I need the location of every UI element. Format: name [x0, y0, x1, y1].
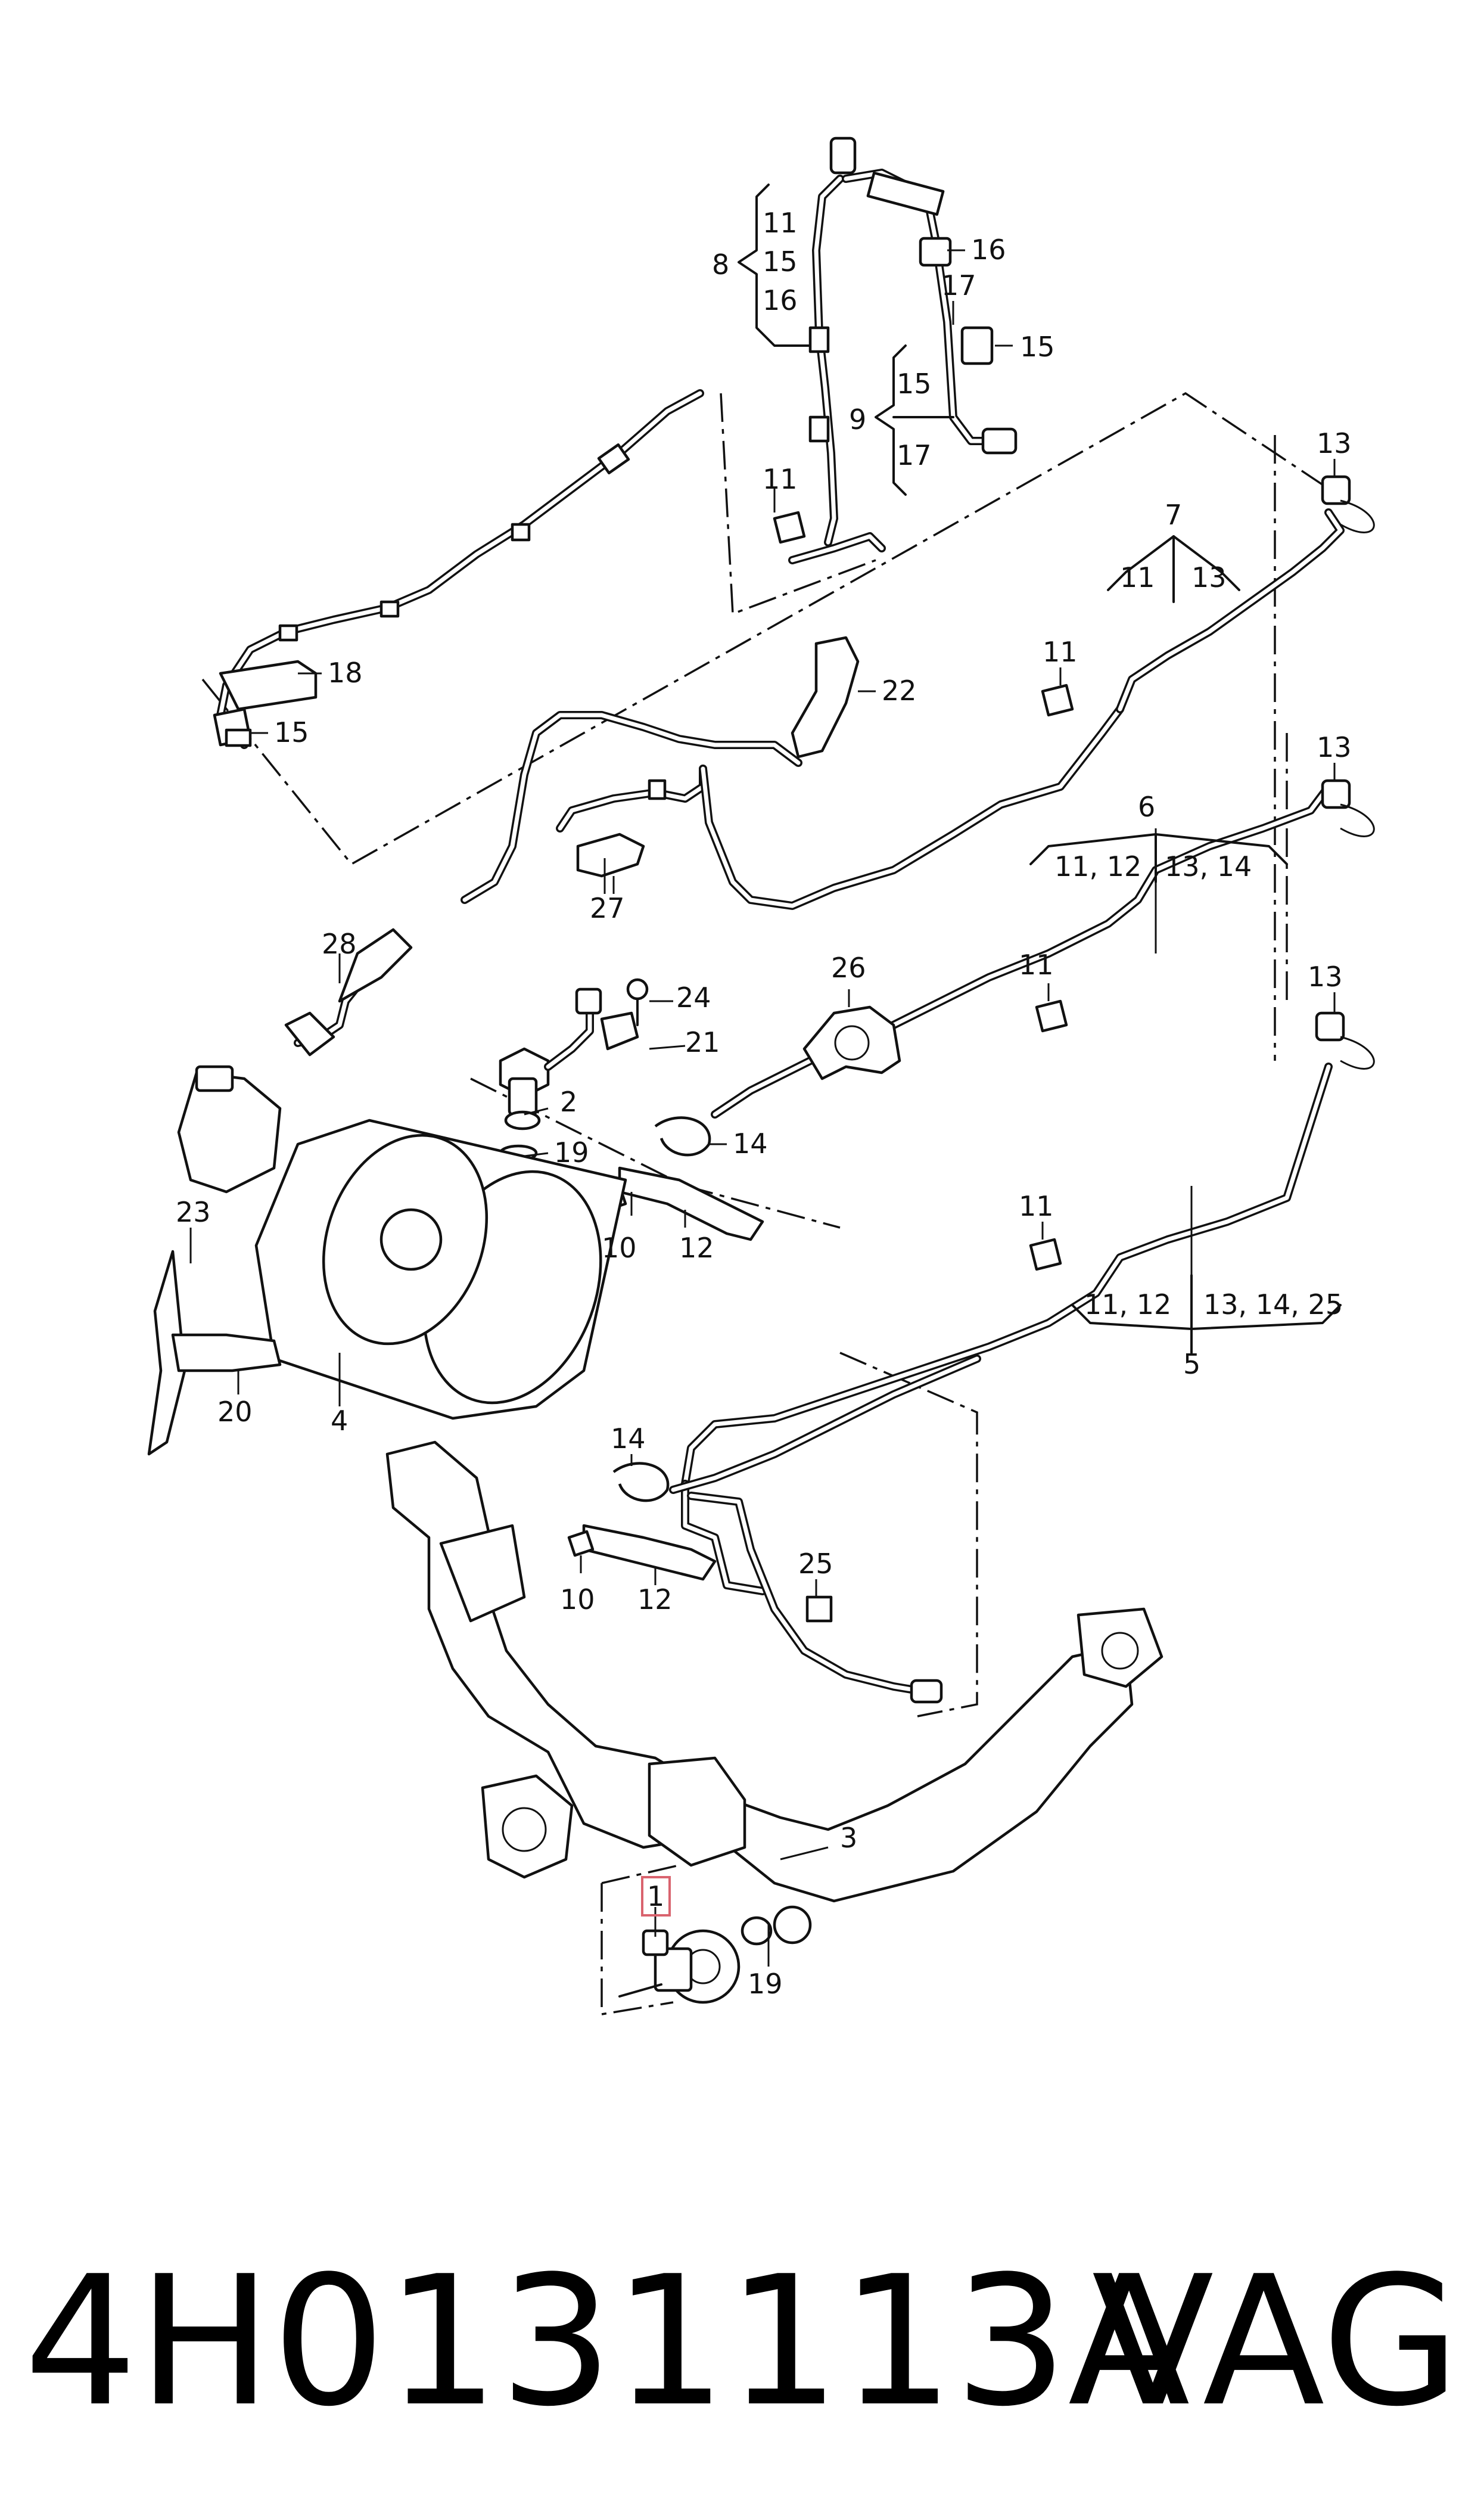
- group-8-item-1: 11: [763, 207, 798, 239]
- harness-upper-left: [213, 389, 704, 749]
- group-7-item-2: 13: [1191, 561, 1227, 594]
- callout-10b: 10: [560, 1583, 595, 1616]
- callout-13c: 13: [1308, 961, 1343, 993]
- sensor-2-assembly: [284, 928, 602, 1162]
- harness-lower: [669, 1355, 981, 1704]
- callout-11a: 11: [763, 463, 798, 495]
- sensor-1: [618, 1929, 741, 2004]
- group-6-item-2: 13, 14: [1165, 850, 1252, 883]
- callout-8: 8: [712, 249, 729, 281]
- callout-6: 6: [1138, 791, 1155, 823]
- callout-15a: 15: [1020, 331, 1055, 363]
- callout-24: 24: [676, 981, 711, 1014]
- callout-1: 1: [647, 1880, 664, 1912]
- exhaust-pipe-3: [385, 1440, 1163, 1946]
- harness-right-7: [1041, 475, 1375, 717]
- callout-23: 23: [176, 1196, 211, 1228]
- callout-15b: 15: [274, 716, 309, 748]
- small-parts-upper: [567, 978, 901, 1581]
- footer: 4H0131113A VAG: [0, 2229, 1484, 2455]
- group-7-item-1: 11: [1120, 561, 1155, 594]
- callout-3: 3: [840, 1822, 857, 1854]
- callout-labels: 1 2 3 4 5 6 7 8 9 10 10 11 11 11 11 12 1…: [176, 234, 1352, 2000]
- callout-25: 25: [798, 1548, 833, 1580]
- brand-name: VAG: [1091, 2238, 1460, 2446]
- callout-2: 2: [560, 1086, 577, 1118]
- callout-14a: 14: [733, 1128, 768, 1160]
- group-9-item-2: 17: [897, 439, 932, 471]
- callout-19b: 19: [748, 1968, 783, 2000]
- group-6-item-1: 11, 12: [1054, 850, 1141, 883]
- callout-11d: 11: [1019, 1190, 1054, 1222]
- callout-5: 5: [1183, 1348, 1200, 1380]
- group-9-item-1: 15: [897, 368, 932, 400]
- particulate-filter-4: [147, 1065, 627, 1456]
- group-8-item-2: 15: [763, 246, 798, 278]
- callout-7: 7: [1165, 499, 1182, 531]
- callout-11b: 11: [1043, 636, 1078, 668]
- group-labels: 11 15 16 15 17 11 13 11, 12 13, 14 11, 1…: [763, 207, 1343, 1321]
- callout-17: 17: [941, 269, 976, 302]
- leader-lines: [189, 249, 1336, 1967]
- callout-10a: 10: [602, 1232, 637, 1264]
- group-5-item-2: 13, 14, 25: [1203, 1288, 1343, 1321]
- group-5-item-1: 11, 12: [1084, 1288, 1171, 1321]
- callout-13a: 13: [1317, 427, 1352, 459]
- callout-26: 26: [831, 952, 866, 984]
- callout-27: 27: [590, 892, 625, 924]
- group-brackets: [738, 184, 1342, 1354]
- callout-28: 28: [322, 928, 357, 960]
- callout-14b: 14: [611, 1422, 646, 1455]
- group-8-item-3: 16: [763, 284, 798, 316]
- callout-16: 16: [971, 234, 1006, 266]
- callout-12b: 12: [637, 1583, 673, 1616]
- callout-21: 21: [685, 1026, 720, 1058]
- callout-13b: 13: [1317, 731, 1352, 763]
- callout-12a: 12: [679, 1232, 714, 1264]
- callout-22: 22: [882, 675, 917, 707]
- parts-diagram: 1 2 3 4 5 6 7 8 9 10 10 11 11 11 11 12 1…: [147, 136, 1375, 2016]
- harness-middle: [461, 636, 1124, 910]
- assembly-outlines: [201, 392, 1329, 2016]
- part-number: 4H0131113A: [24, 2238, 1190, 2446]
- callout-18: 18: [328, 657, 363, 689]
- callout-20: 20: [217, 1396, 253, 1428]
- callout-4: 4: [331, 1405, 348, 1437]
- harness-upper-sensor: [773, 136, 1018, 564]
- callout-9: 9: [849, 403, 866, 436]
- highlight-box: [641, 1876, 671, 1917]
- harness-right-5: [681, 1011, 1375, 1595]
- callout-11c: 11: [1019, 949, 1054, 981]
- callout-19a: 19: [554, 1136, 589, 1169]
